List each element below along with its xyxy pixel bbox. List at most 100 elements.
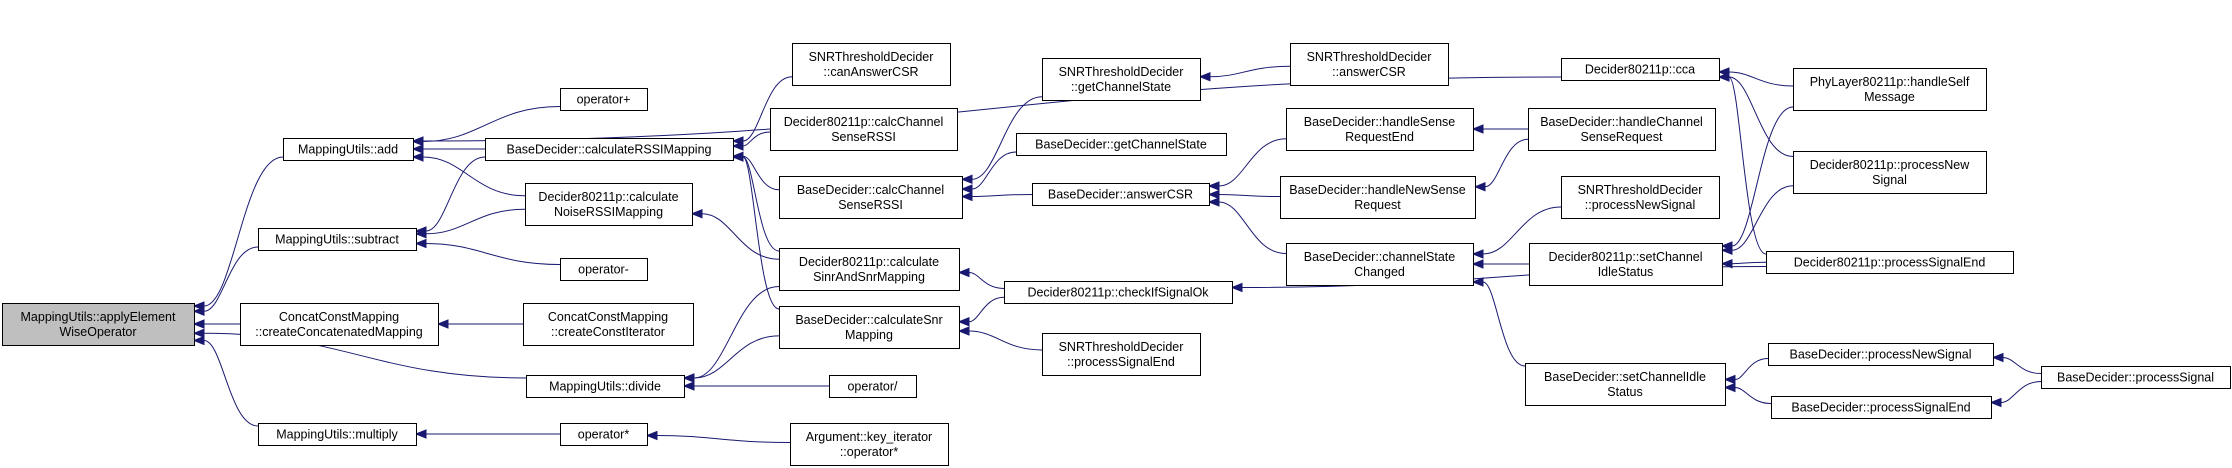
edge-calculateRSSIMapping-to-subtract [425,156,486,232]
node-label: IdleStatus [1598,265,1654,279]
node-label: BaseDecider::calculateSnr [795,313,942,327]
node-subtract[interactable]: MappingUtils::subtract [258,228,417,251]
node-box [1771,396,1992,419]
node-label: SNRThresholdDecider [1059,65,1184,79]
node-box [2041,366,2231,389]
node-box [770,108,958,151]
node-box [779,176,963,219]
node-label: RequestEnd [1345,130,1414,144]
node-divide[interactable]: MappingUtils::divide [526,375,685,398]
node-checkIfSignalOk[interactable]: Decider80211p::checkIfSignalOk [1004,281,1233,304]
node-label: Decider80211p::cca [1585,63,1695,77]
arrowhead-icon [1473,182,1486,192]
node-operatorPlus[interactable]: operator+ [560,88,648,111]
node-operatorDiv[interactable]: operator/ [829,375,917,398]
edge-calculateSnrMapping-to-divide [693,335,780,379]
node-label: BaseDecider::handleSense [1304,115,1456,129]
node-processNewSignal80211p[interactable]: Decider80211p::processNewSignal [1793,151,1987,194]
edge-processNewSignal-to-setChannelIdleStatus [1734,358,1769,380]
node-label: MappingUtils::applyElement [21,310,176,324]
arrowhead-icon [1471,124,1484,134]
node-processNewSignalSNR[interactable]: SNRThresholdDecider::processNewSignal [1561,176,1720,219]
node-add[interactable]: MappingUtils::add [283,138,414,161]
arrowhead-icon [957,326,970,336]
arrowhead-icon [436,319,449,329]
node-box [1042,58,1201,101]
node-label: ConcatConstMapping [279,310,399,324]
node-keyIteratorOperator[interactable]: Argument::key_iterator::operator* [790,423,949,466]
node-processSignal[interactable]: BaseDecider::processSignal [2041,366,2231,389]
node-label: BaseDecider::handleNewSense [1289,183,1466,197]
node-box [560,258,648,281]
arrowhead-icon [1720,258,1733,269]
node-createConcatenatedMapping[interactable]: ConcatConstMapping::createConcatenatedMa… [240,303,439,346]
edge-checkIfSignalOk-to-calculateSinrAndSnrMapping [968,271,1005,290]
edge-handleSenseRequestEnd-to-answerCSR [1218,138,1287,187]
node-box [1529,243,1723,286]
node-box [1561,176,1720,219]
edge-multiply-to-applyElementWiseOperator [203,340,259,427]
node-getChannelStateSNR[interactable]: SNRThresholdDecider::getChannelState [1042,58,1201,101]
node-operatorMinus[interactable]: operator- [560,258,648,281]
node-multiply[interactable]: MappingUtils::multiply [258,423,417,446]
node-label: BaseDecider::processSignalEnd [1791,401,1970,415]
node-operatorMul[interactable]: operator* [560,423,648,446]
arrowhead-icon [957,267,970,278]
node-box [526,375,685,398]
arrowhead-icon [1207,197,1220,207]
node-calculateRSSIMapping[interactable]: BaseDecider::calculateRSSIMapping [485,138,734,161]
node-box [1032,183,1210,206]
node-answerCSR[interactable]: BaseDecider::answerCSR [1032,183,1210,206]
node-label: SNRThresholdDecider [1059,340,1184,354]
arrowhead-icon [1471,249,1484,259]
node-box [1561,58,1720,81]
arrowhead-icon [957,317,970,327]
node-label: BaseDecider::processSignal [2057,371,2214,385]
node-answerCSRSNR[interactable]: SNRThresholdDecider::answerCSR [1290,43,1449,86]
node-cca[interactable]: Decider80211p::cca [1561,58,1720,81]
node-processSignalEnd80211p[interactable]: Decider80211p::processSignalEnd [1766,251,2014,274]
node-label: ::processSignalEnd [1067,355,1175,369]
node-label: BaseDecider::processNewSignal [1789,348,1971,362]
edge-getChannelStateSNR-to-calcChannelSenseRSSI [971,96,1043,180]
node-box [523,303,694,346]
node-calculateSinrAndSnrMapping[interactable]: Decider80211p::calculateSinrAndSnrMappin… [779,248,960,291]
node-box [258,423,417,446]
arrowhead-icon [731,141,744,151]
edge-processNewSignal80211p-to-cca [1728,76,1794,158]
arrowhead-icon [192,319,205,329]
node-processSignalEnd[interactable]: BaseDecider::processSignalEnd [1771,396,1992,419]
node-label: Signal [1872,173,1907,187]
edges-layer [192,65,2042,443]
node-label: ::canAnswerCSR [823,65,918,79]
node-box [485,138,734,161]
node-label: operator/ [847,380,898,394]
node-getChannelState[interactable]: BaseDecider::getChannelState [1016,133,1227,156]
node-label: Argument::key_iterator [806,430,932,444]
edge-handleSelfMessage-to-setChannelIdleStatus80211p [1731,106,1794,247]
node-box [1004,281,1233,304]
arrowhead-icon [960,184,973,194]
node-label: BaseDecider::answerCSR [1048,188,1193,202]
edge-processSignal-to-processSignalEnd [2000,381,2042,403]
node-processNewSignal[interactable]: BaseDecider::processNewSignal [1768,343,1994,366]
arrowhead-icon [960,174,973,185]
node-canAnswerCSR[interactable]: SNRThresholdDecider::canAnswerCSR [792,43,951,86]
node-box [240,303,439,346]
node-label: Request [1354,198,1401,212]
node-createConstIterator[interactable]: ConcatConstMapping::createConstIterator [523,303,694,346]
node-processSignalEndSNR[interactable]: SNRThresholdDecider::processSignalEnd [1042,333,1201,376]
arrowhead-icon [1991,352,2004,363]
